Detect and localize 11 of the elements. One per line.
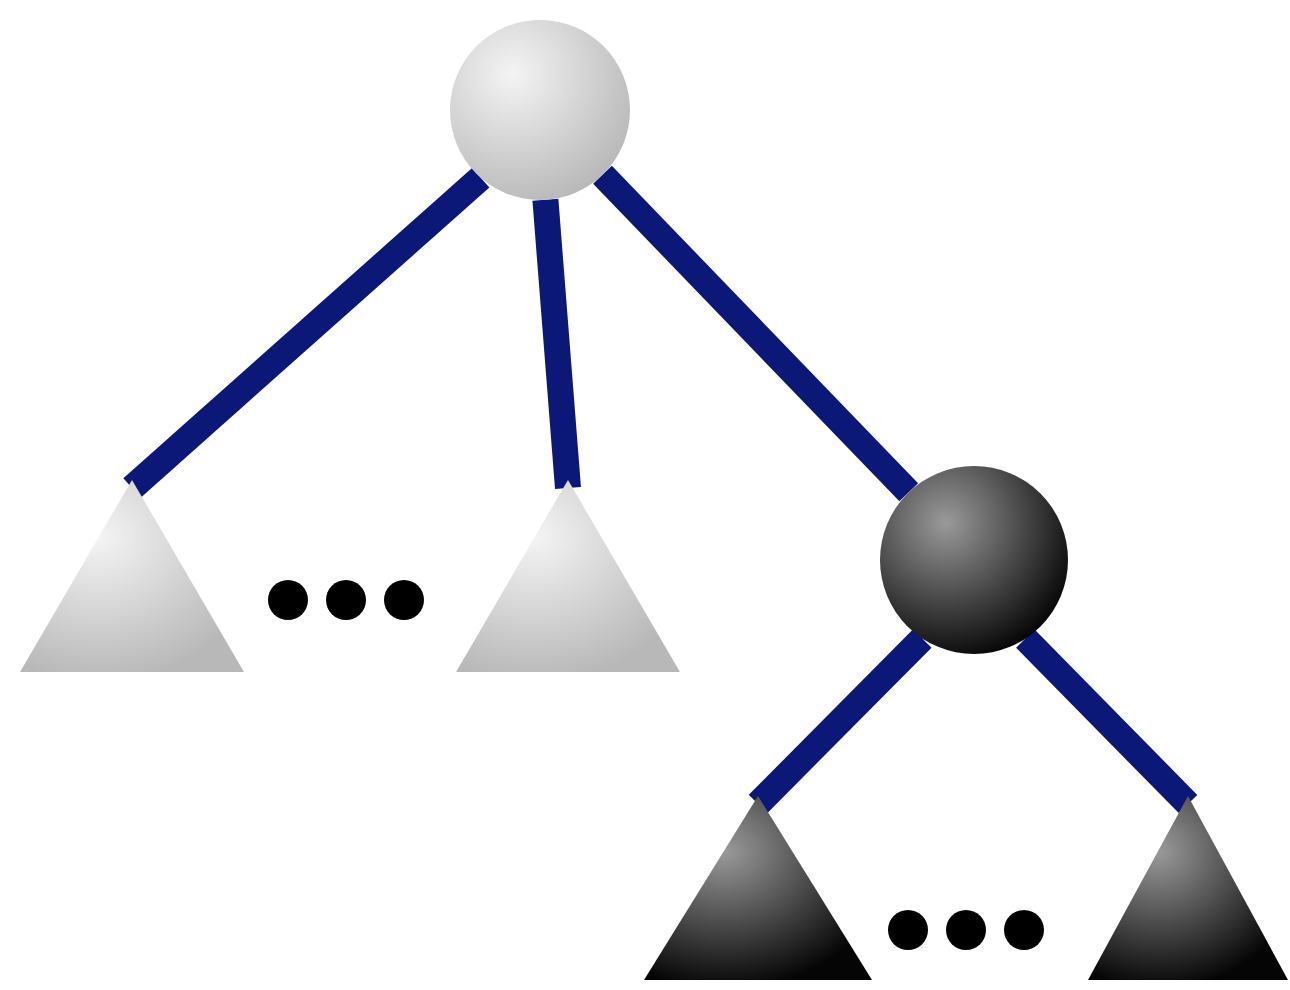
connector-line: [748, 629, 932, 814]
connector-line: [123, 168, 490, 498]
triangle-node: [1088, 796, 1288, 980]
connector-line: [593, 165, 919, 502]
connector-line: [532, 198, 581, 490]
triangle-node: [20, 480, 244, 672]
triangle-node: [644, 796, 872, 980]
circle-node: [450, 20, 630, 200]
triangle-node: [456, 480, 680, 672]
circle-node: [880, 466, 1068, 654]
connector-line: [1016, 629, 1198, 814]
